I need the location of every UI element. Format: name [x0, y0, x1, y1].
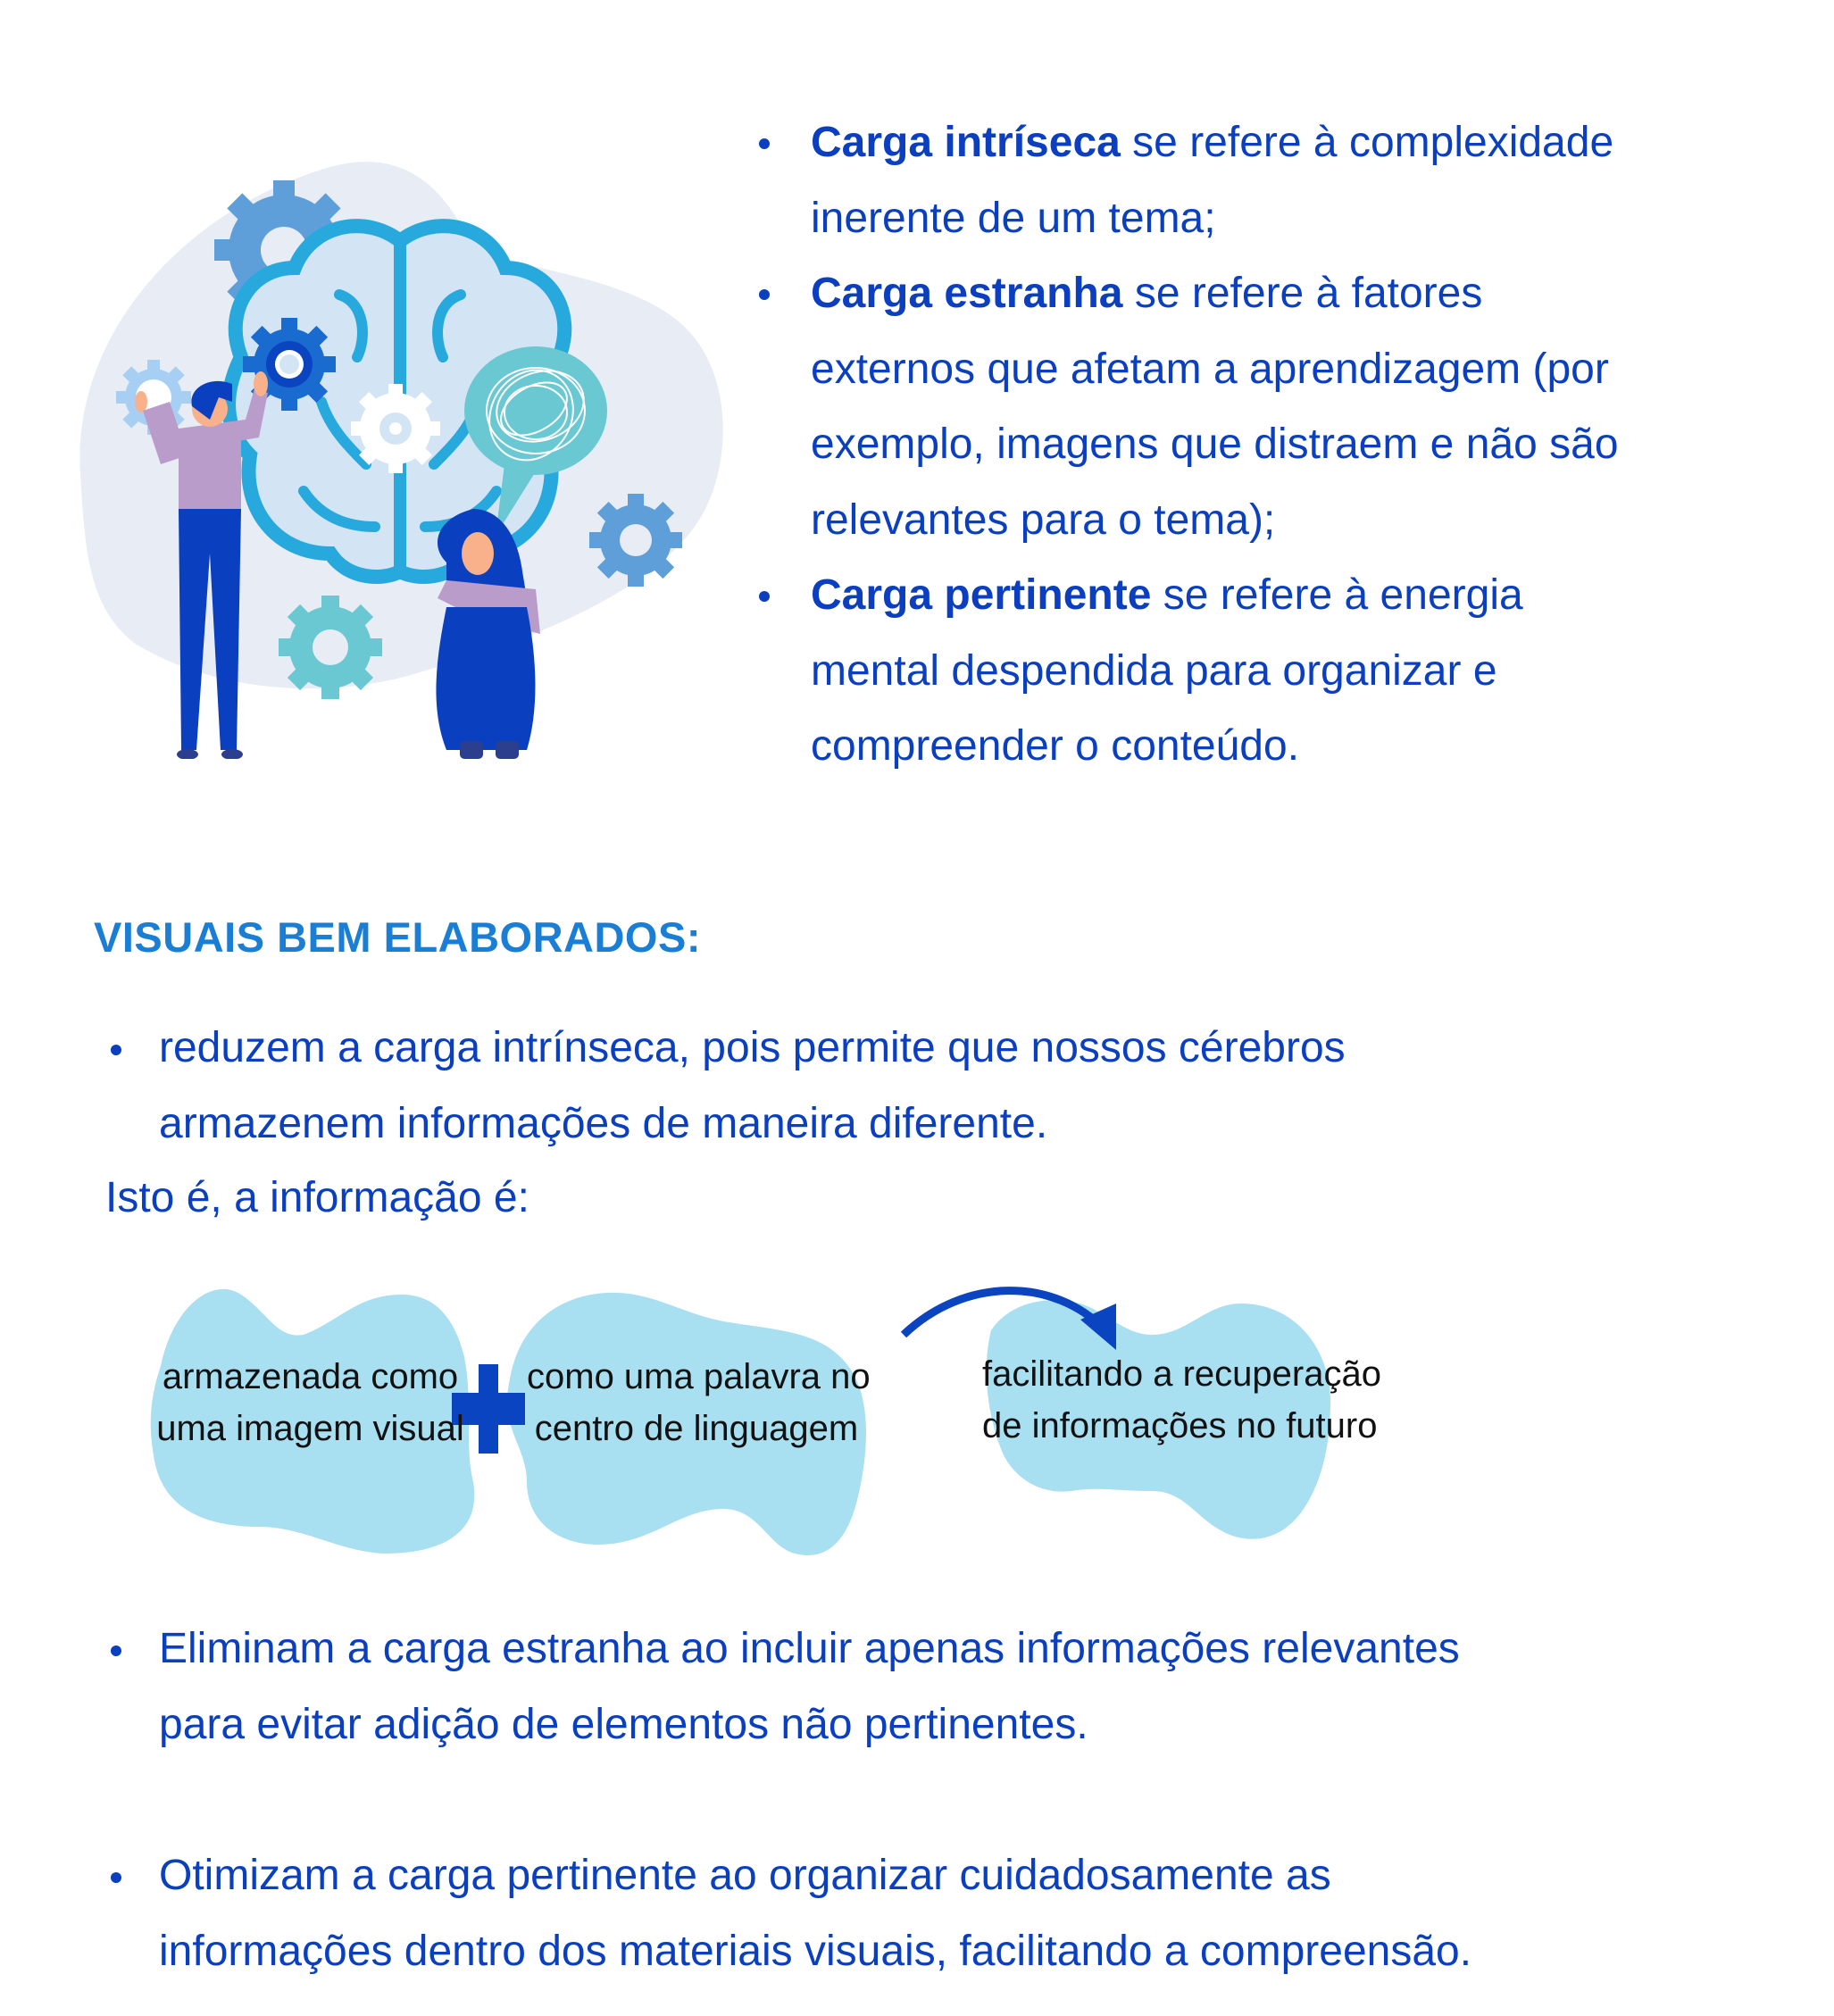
- blob-shape: [150, 1288, 475, 1554]
- blob-line: centro de linguagem: [534, 1409, 859, 1448]
- definition-text: relevantes para o tema);: [811, 496, 1276, 544]
- dual-coding-diagram: armazenada como uma imagem visual como u…: [134, 1268, 1759, 1571]
- bullet-icon: [111, 1045, 121, 1055]
- blob-shape: [986, 1300, 1330, 1539]
- bullet-icon: [759, 138, 770, 149]
- gear-icon: [351, 384, 440, 473]
- blob-line: facilitando a recuperação: [982, 1354, 1381, 1394]
- brain-gears-illustration: [79, 162, 723, 759]
- blob-line: armazenada como: [162, 1357, 459, 1396]
- blob-line: como uma palavra no: [527, 1357, 871, 1396]
- term-label: Carga intríseca: [811, 119, 1121, 166]
- term-label: Carga pertinente: [811, 571, 1152, 619]
- tangled-thought-bubble-icon: [464, 346, 607, 536]
- list-item-reduce-intrinsic: reduzem a carga intrínseca, pois permite…: [105, 1011, 1784, 1162]
- definition-text: se refere à fatores: [1122, 270, 1483, 317]
- section-heading: VISUAIS BEM ELABORADOS:: [94, 913, 701, 961]
- blob-line: uma imagem visual: [156, 1409, 464, 1448]
- item-text: para evitar adição de elementos não pert…: [159, 1700, 1088, 1748]
- list-item-eliminate-extraneous: Eliminam a carga estranha ao incluir ape…: [105, 1612, 1784, 1762]
- list-item-intrinsic-load: Carga intríseca se refere à complexidade…: [759, 105, 1813, 256]
- bullet-icon: [759, 289, 770, 300]
- blob-line: de informações no futuro: [982, 1406, 1378, 1445]
- blob-text-language-center: como uma palavra no centro de linguagem: [527, 1351, 871, 1454]
- item-text: armazenem informações de maneira diferen…: [159, 1099, 1048, 1147]
- cognitive-load-types-list: Carga intríseca se refere à complexidade…: [759, 105, 1813, 785]
- item-text: informações dentro dos materiais visuais…: [159, 1927, 1472, 1975]
- item-text: reduzem a carga intrínseca, pois permite…: [159, 1024, 1346, 1071]
- plus-icon: [452, 1364, 525, 1454]
- bullet-icon: [111, 1872, 121, 1883]
- definition-text: se refere à energia: [1151, 571, 1523, 619]
- gear-icon: [243, 318, 336, 411]
- bullet-icon: [111, 1645, 121, 1656]
- gear-icon: [589, 494, 682, 587]
- list-item-optimize-germane: Otimizam a carga pertinente ao organizar…: [105, 1838, 1784, 1989]
- item-text: Otimizam a carga pertinente ao organizar…: [159, 1852, 1331, 1899]
- definition-text: se refere à complexidade: [1120, 119, 1614, 166]
- bullet-icon: [759, 591, 770, 602]
- definition-text: externos que afetam a aprendizagem (por: [811, 345, 1609, 393]
- term-label: Carga estranha: [811, 270, 1123, 317]
- sitting-woman-figure: [436, 509, 540, 759]
- blob-text-future-retrieval: facilitando a recuperação de informações…: [982, 1348, 1381, 1452]
- visuals-benefits-list-2: Eliminam a carga estranha ao incluir ape…: [105, 1612, 1784, 1762]
- definition-text: compreender o conteúdo.: [811, 722, 1300, 770]
- standing-man-figure: [135, 371, 268, 759]
- intro-text: Isto é, a informação é:: [105, 1174, 529, 1221]
- definition-text: exemplo, imagens que distraem e não são: [811, 421, 1619, 468]
- visuals-benefits-list-3: Otimizam a carga pertinente ao organizar…: [105, 1838, 1784, 1989]
- arrow-right-icon: [900, 1287, 1116, 1350]
- blob-text-visual-image: armazenada como uma imagem visual: [152, 1351, 469, 1454]
- list-item-germane-load: Carga pertinente se refere à energia men…: [759, 558, 1813, 785]
- diagram-shapes: [150, 1287, 1330, 1555]
- item-text: Eliminam a carga estranha ao incluir ape…: [159, 1625, 1460, 1672]
- definition-text: inerente de um tema;: [811, 194, 1216, 242]
- definition-text: mental despendida para organizar e: [811, 646, 1497, 695]
- list-item-extraneous-load: Carga estranha se refere à fatores exter…: [759, 256, 1813, 558]
- blob-shape: [506, 1292, 866, 1555]
- visuals-benefits-list-1: reduzem a carga intrínseca, pois permite…: [105, 1011, 1784, 1162]
- gear-icon: [279, 596, 382, 699]
